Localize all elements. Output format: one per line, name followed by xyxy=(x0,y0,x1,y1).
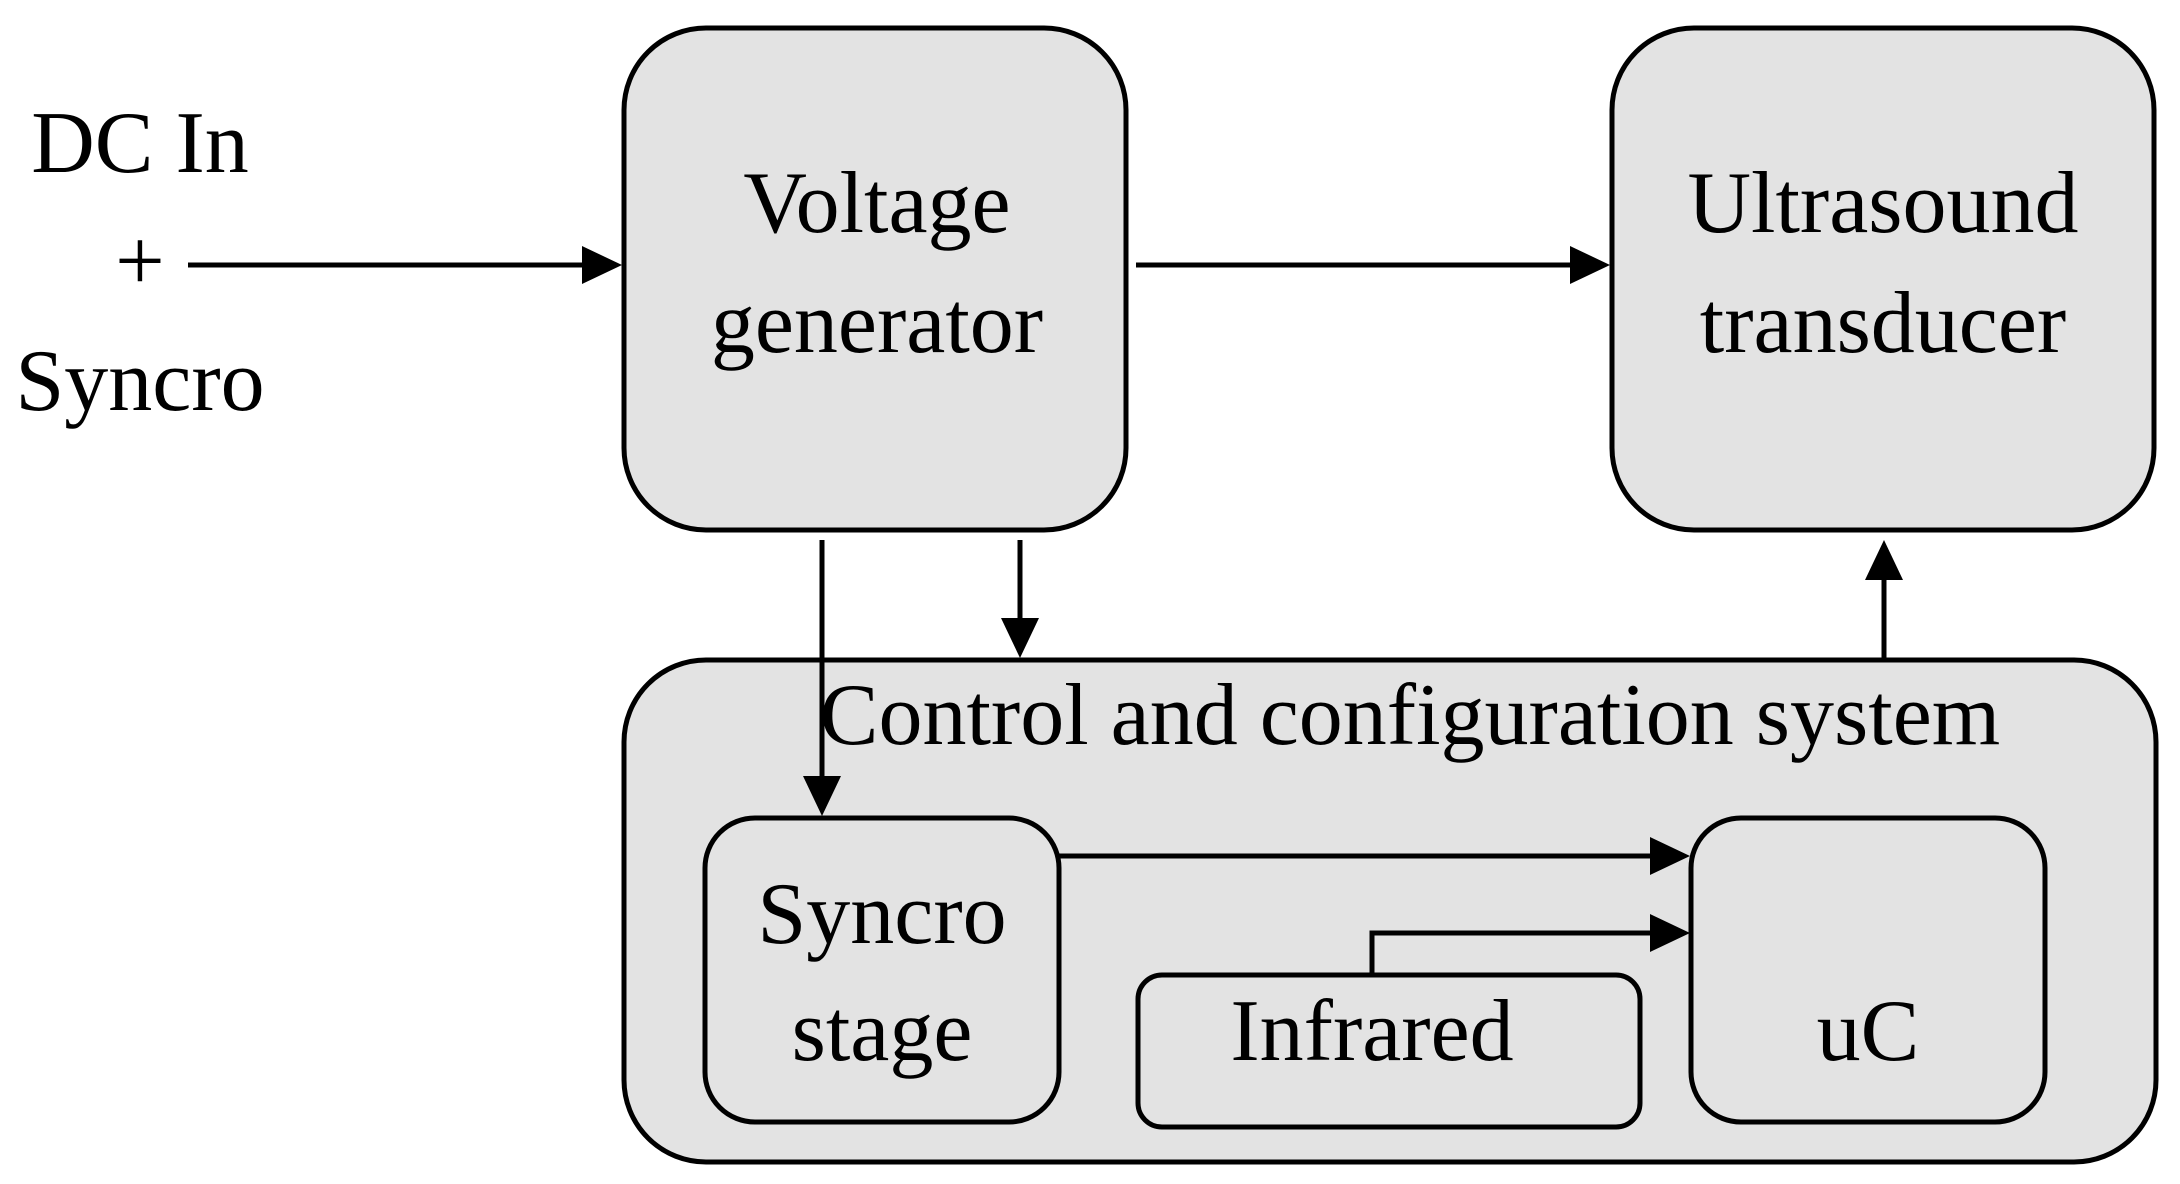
voltage-generator-label-line1: Voltage xyxy=(743,155,1010,252)
infrared-to-uc-arrow-head xyxy=(1650,914,1690,952)
infrared-label: Infrared xyxy=(1230,983,1513,1080)
ultrasound-transducer-box xyxy=(1609,25,2157,533)
infrared-to-uc-arrow-line xyxy=(1369,930,1652,975)
vg-to-ut-arrow-head xyxy=(1570,246,1610,284)
input-label-plus: + xyxy=(115,213,165,310)
ultrasound-transducer-label-line2: transducer xyxy=(1700,275,2066,372)
syncro-stage-label-line2: stage xyxy=(792,983,973,1080)
syncro-to-uc-arrow-head xyxy=(1650,837,1690,875)
vg-to-syncro-arrow-head xyxy=(803,776,841,816)
input-label-dc-in: DC In xyxy=(31,95,249,192)
voltage-generator-box xyxy=(621,25,1129,533)
input-label-syncro: Syncro xyxy=(15,333,264,430)
vg-to-control-arrow-head xyxy=(1001,618,1039,658)
syncro-stage-label-line1: Syncro xyxy=(757,866,1006,963)
control-to-ut-arrow-head xyxy=(1865,540,1903,580)
uc-box xyxy=(1688,815,2048,1125)
ultrasound-transducer-label-line1: Ultrasound xyxy=(1687,155,2078,252)
input-arrow-head xyxy=(582,246,622,284)
infrared-box xyxy=(1135,972,1643,1130)
control-system-title: Control and configuration system xyxy=(820,667,2000,764)
uc-label: uC xyxy=(1817,983,1920,1080)
voltage-generator-label-line2: generator xyxy=(711,275,1043,372)
syncro-stage-box xyxy=(702,815,1062,1125)
